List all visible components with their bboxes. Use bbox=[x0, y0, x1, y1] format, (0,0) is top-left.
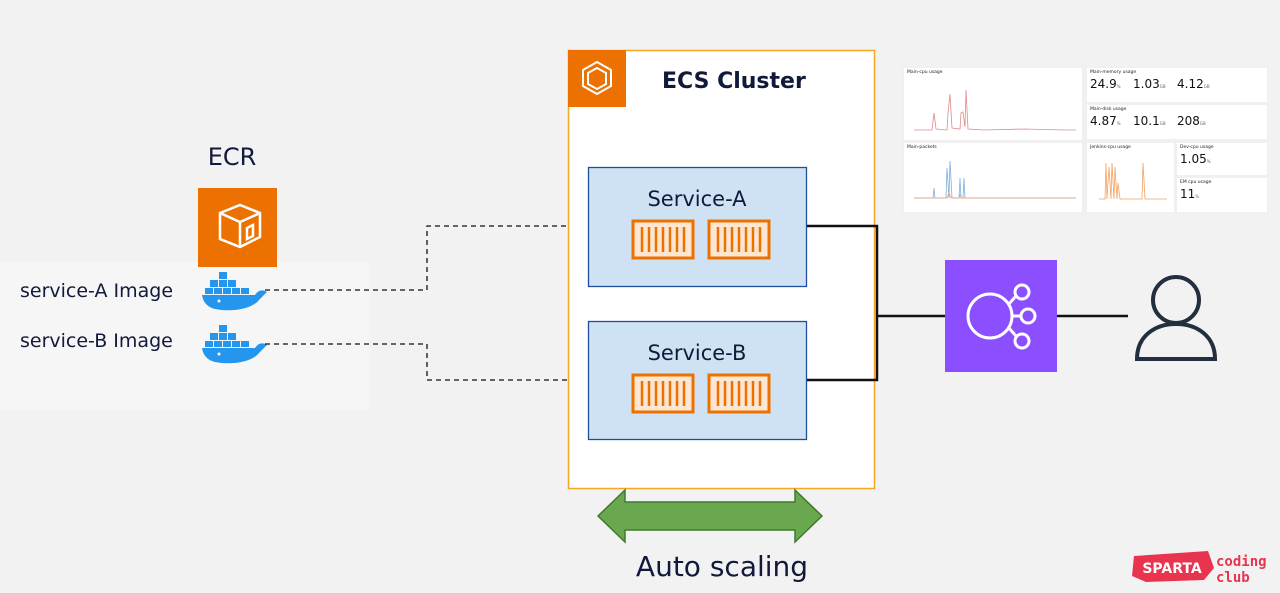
panel-title: EM cpu usage bbox=[1180, 180, 1212, 185]
unit: GB bbox=[1159, 84, 1166, 89]
container-icon bbox=[707, 373, 771, 414]
panel-title: Main-cpu usage bbox=[907, 70, 943, 75]
disk-percent-value: 4.87 bbox=[1090, 114, 1117, 128]
unit: % bbox=[1116, 121, 1121, 126]
jenkins-line-chart bbox=[1099, 162, 1167, 200]
container-icon bbox=[631, 219, 695, 260]
dev-cpu-value: 1.05 bbox=[1180, 152, 1207, 166]
unit: GB bbox=[1203, 84, 1210, 89]
image-b-to-service-b-connector bbox=[265, 343, 589, 386]
disk-total-value: 208 bbox=[1177, 114, 1200, 128]
service-b-image-label: service-B Image bbox=[20, 330, 173, 352]
em-cpu-panel: EM cpu usage 11% bbox=[1177, 178, 1267, 212]
unit: % bbox=[1206, 159, 1211, 164]
service-b-box: Service-B bbox=[587, 320, 808, 441]
panel-title: Main-packets bbox=[907, 145, 937, 150]
monitoring-dashboard: Main-cpu usage Main-memory usage 24.9% 1… bbox=[902, 66, 1268, 214]
memory-used-value: 1.03 bbox=[1133, 77, 1160, 91]
unit: GB bbox=[1199, 121, 1206, 126]
ecr-panel bbox=[0, 262, 370, 410]
sparta-coding-club-logo: SPARTA coding club bbox=[1132, 551, 1267, 586]
unit: % bbox=[1116, 84, 1121, 89]
unit: GB bbox=[1159, 121, 1166, 126]
memory-total-value: 4.12 bbox=[1177, 77, 1204, 91]
disk-usage-panel: Main-disk usage 4.87% 10.1GB 208GB bbox=[1087, 105, 1267, 139]
cpu-line-chart bbox=[914, 89, 1076, 131]
service-a-label: Service-A bbox=[647, 187, 747, 211]
ecr-title: ECR bbox=[208, 143, 257, 171]
ecs-icon bbox=[568, 50, 626, 107]
panel-title: Main-disk usage bbox=[1090, 107, 1127, 112]
disk-used-value: 10.1 bbox=[1133, 114, 1160, 128]
service-a-image-label: service-A Image bbox=[20, 280, 173, 302]
image-a-to-service-a-connector bbox=[265, 220, 589, 291]
auto-scaling-label: Auto scaling bbox=[636, 550, 808, 583]
load-balancer-icon bbox=[945, 260, 1057, 372]
cluster-title: ECS Cluster bbox=[662, 69, 806, 94]
packets-panel: Main-packets bbox=[904, 143, 1082, 212]
cpu-usage-panel: Main-cpu usage bbox=[904, 68, 1082, 140]
service-a-box: Service-A bbox=[587, 166, 808, 288]
dev-cpu-panel: Dev-cpu usage 1.05% bbox=[1177, 143, 1267, 175]
jenkins-cpu-panel: Jenkins-cpu usage bbox=[1087, 143, 1174, 212]
logo-text-club: club bbox=[1216, 570, 1250, 586]
auto-scaling-arrow-icon bbox=[596, 488, 824, 544]
logo-text-coding: coding bbox=[1216, 554, 1267, 570]
packets-line-chart bbox=[914, 160, 1076, 199]
services-to-load-balancer-connector bbox=[807, 224, 945, 382]
user-icon bbox=[1134, 275, 1218, 361]
memory-usage-panel: Main-memory usage 24.9% 1.03GB 4.12GB bbox=[1087, 68, 1267, 102]
container-icon bbox=[707, 219, 771, 260]
ecr-icon bbox=[198, 188, 277, 267]
memory-percent-value: 24.9 bbox=[1090, 77, 1117, 91]
container-icon bbox=[631, 373, 695, 414]
panel-title: Main-memory usage bbox=[1090, 70, 1137, 75]
unit: % bbox=[1195, 194, 1200, 199]
logo-brand: SPARTA bbox=[1142, 561, 1202, 577]
em-cpu-value: 11 bbox=[1180, 187, 1196, 201]
panel-title: Jenkins-cpu usage bbox=[1090, 145, 1131, 150]
panel-title: Dev-cpu usage bbox=[1180, 145, 1214, 150]
service-b-label: Service-B bbox=[648, 341, 747, 365]
